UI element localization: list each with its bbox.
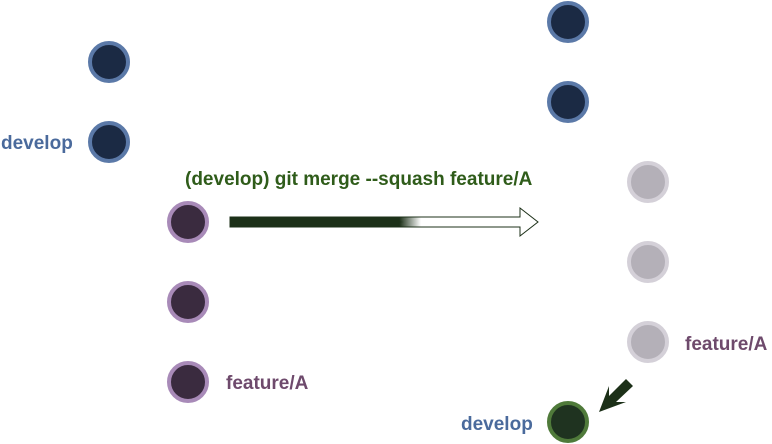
- feature-branch-label: feature/A: [226, 373, 309, 394]
- feature-ghost-commit-2: [627, 241, 669, 283]
- squash-pointer-arrow: [599, 379, 633, 412]
- develop-after-commit-1: [547, 1, 589, 43]
- develop-branch-after-label: develop: [461, 414, 533, 435]
- develop-commit-1: [88, 41, 130, 83]
- squash-commit: [547, 401, 589, 443]
- feature-ghost-commit-3: [627, 321, 669, 363]
- feature-commit-2: [167, 281, 209, 323]
- merge-arrow-taper: [230, 217, 404, 227]
- feature-commit-3: [167, 361, 209, 403]
- develop-commit-2: [88, 121, 130, 163]
- develop-after-commit-2: [547, 81, 589, 123]
- feature-ghost-commit-1: [627, 161, 669, 203]
- merge-command-label: (develop) git merge --squash feature/A: [185, 169, 533, 190]
- feature-commit-1: [167, 201, 209, 243]
- feature-branch-after-label: feature/A: [685, 334, 768, 355]
- develop-branch-label: develop: [1, 133, 73, 154]
